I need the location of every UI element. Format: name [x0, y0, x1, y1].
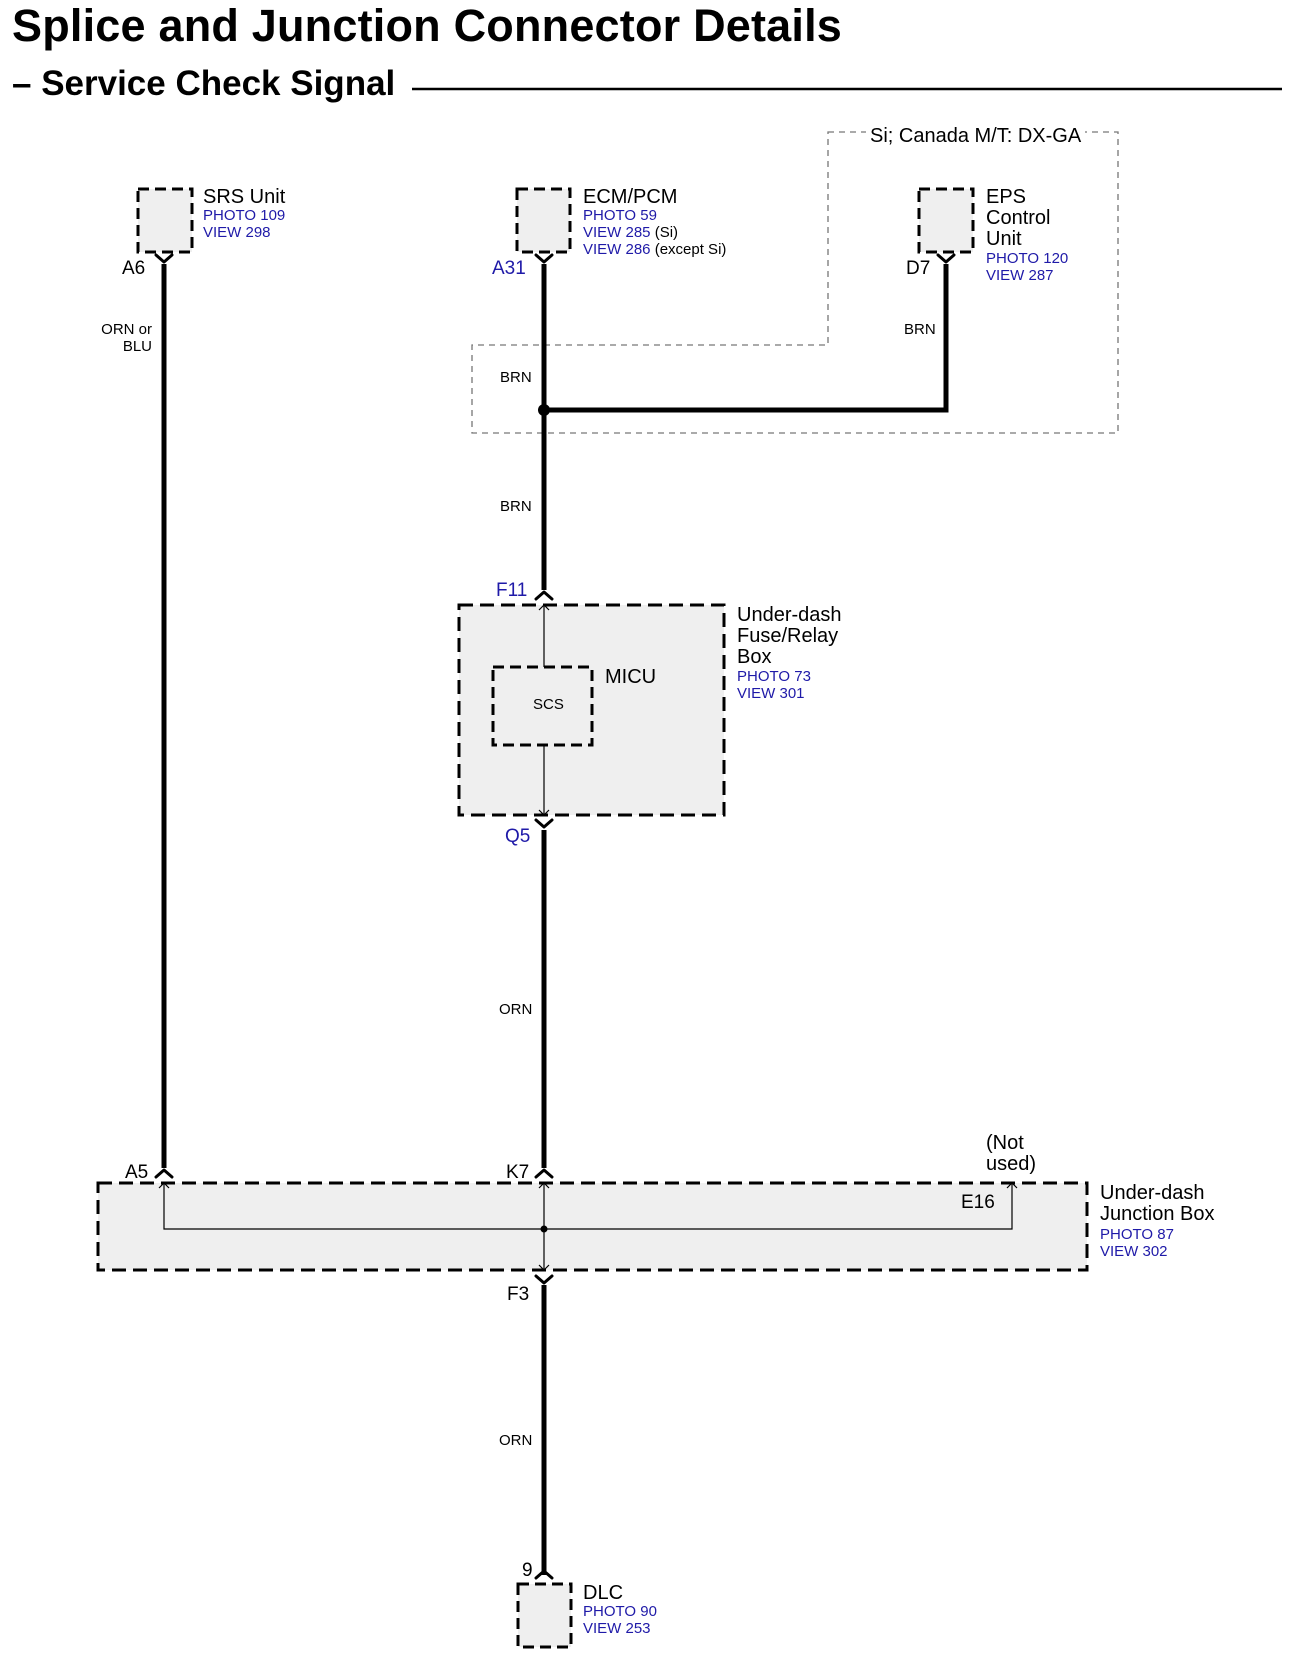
pin-q5: Q5 [505, 826, 531, 847]
eps-connector [917, 187, 975, 254]
ecm-view1-link[interactable]: VIEW 285 [583, 224, 651, 241]
srs-view-link[interactable]: VIEW 298 [203, 224, 271, 241]
dlc-photo-link[interactable]: PHOTO 90 [583, 1603, 657, 1620]
fuse-box-label-line3: Box [737, 646, 772, 668]
terminal-9 [534, 1569, 554, 1580]
junction-box-label-line2: Junction Box [1100, 1203, 1215, 1225]
terminal-a5 [154, 1168, 174, 1179]
terminal-q5 [534, 818, 554, 829]
fuse-box-label-line2: Fuse/Relay [737, 625, 839, 647]
ecm-connector [515, 187, 572, 254]
ecm-view2-note: (except Si) [654, 241, 727, 258]
wire-eps [544, 264, 949, 413]
ecm-view1-note: (Si) [654, 224, 679, 241]
not-used-line2: used) [986, 1153, 1037, 1175]
pin-f3: F3 [507, 1284, 530, 1305]
wire-fuse-junction-color: ORN [499, 1001, 533, 1018]
terminal-f3 [534, 1274, 554, 1285]
pin-a6: A6 [122, 258, 146, 279]
srs-photo-link[interactable]: PHOTO 109 [203, 207, 286, 224]
terminal-a6 [154, 253, 174, 264]
wire-ecm-lower-color: BRN [500, 498, 532, 515]
arrow-k7-inner [538, 1182, 550, 1189]
ecm-pcm-label: ECM/PCM [583, 186, 678, 208]
junction-box-photo-link[interactable]: PHOTO 87 [1100, 1226, 1174, 1243]
fuse-box-view-link[interactable]: VIEW 301 [737, 685, 805, 702]
arrow-a5-inner [158, 1182, 170, 1189]
pin-a31: A31 [492, 258, 526, 279]
ecm-view2-link[interactable]: VIEW 286 [583, 241, 651, 258]
arrow-f3-inner [538, 1264, 550, 1271]
pin-d7: D7 [906, 258, 931, 279]
arrow-f11-inner [538, 604, 550, 611]
page-title: Splice and Junction Connector Details [12, 0, 843, 51]
junction-box [96, 1181, 1089, 1272]
pin-k7: K7 [506, 1162, 530, 1183]
splice-point [538, 404, 550, 416]
arrow-e16-inner [1006, 1182, 1018, 1189]
dlc-view-link[interactable]: VIEW 253 [583, 1620, 651, 1637]
junction-box-label-line1: Under-dash [1100, 1182, 1205, 1204]
micu-label: MICU [605, 666, 657, 688]
ecm-photo-link[interactable]: PHOTO 59 [583, 207, 657, 224]
wire-junction-dlc-color: ORN [499, 1432, 533, 1449]
junction-box-view-link[interactable]: VIEW 302 [1100, 1243, 1168, 1260]
fuse-box-photo-link[interactable]: PHOTO 73 [737, 668, 811, 685]
not-used-line1: (Not [986, 1132, 1024, 1154]
pin-9: 9 [522, 1560, 533, 1581]
terminal-k7 [534, 1168, 554, 1179]
dlc-connector [516, 1582, 573, 1649]
srs-unit-label: SRS Unit [203, 186, 286, 208]
arrow-q5-inner [538, 809, 550, 816]
eps-photo-link[interactable]: PHOTO 120 [986, 250, 1069, 267]
option-region-border [471, 131, 1119, 434]
eps-view-link[interactable]: VIEW 287 [986, 267, 1054, 284]
page-subtitle: – Service Check Signal [12, 64, 396, 103]
scs-label: SCS [533, 696, 564, 713]
junction-splice [540, 1225, 548, 1233]
option-label: Si; Canada M/T: DX-GA [866, 126, 1086, 146]
pin-a5: A5 [125, 1162, 149, 1183]
wire-srs-color-line1: ORN or [101, 321, 152, 338]
pin-f11: F11 [496, 580, 528, 601]
micu-box [491, 665, 594, 747]
eps-label-line2: Control [986, 207, 1051, 229]
wire-eps-color: BRN [904, 321, 936, 338]
terminal-a31 [534, 253, 554, 264]
wire-ecm-upper-color: BRN [500, 369, 532, 386]
wire-srs-color-line2: BLU [122, 338, 152, 355]
junction-wire-bus [163, 1183, 1013, 1230]
fuse-box-label-line1: Under-dash [737, 604, 842, 626]
terminal-f11 [534, 590, 554, 601]
terminal-d7 [936, 253, 956, 264]
pin-e16: E16 [961, 1192, 995, 1213]
dlc-label: DLC [583, 1582, 624, 1604]
eps-label-line3: Unit [986, 228, 1022, 250]
eps-label-line1: EPS [986, 186, 1027, 208]
srs-connector [136, 187, 194, 254]
